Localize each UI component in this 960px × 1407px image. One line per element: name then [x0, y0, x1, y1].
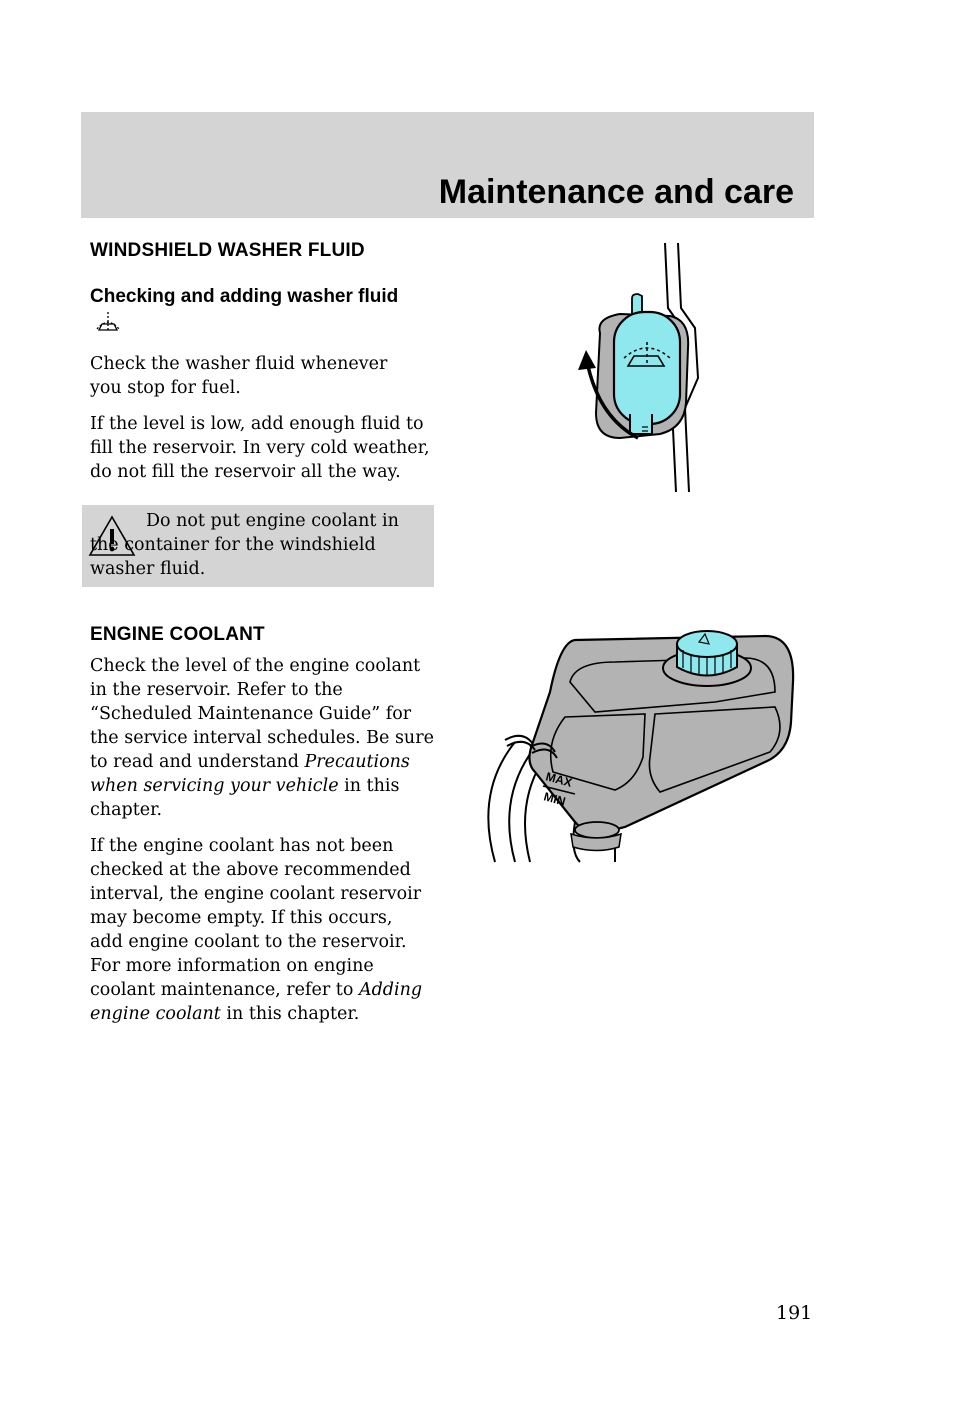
washer-para-1: Check the washer fluid whenever you stop… — [90, 354, 388, 398]
washer-fluid-icon — [94, 309, 122, 340]
page-number: 191 — [776, 1302, 813, 1324]
page-title: Maintenance and care — [438, 173, 794, 211]
min-label: MIN — [542, 789, 567, 808]
coolant-para-2-text: If the engine coolant has not been check… — [90, 836, 422, 1000]
header-band: Maintenance and care — [81, 112, 814, 218]
max-label: MAX — [544, 769, 573, 789]
warning-text: Do not put engine coolant in the contain… — [90, 511, 399, 579]
washer-subheading: Checking and adding washer fluid — [90, 285, 410, 340]
coolant-para-1-text: Check the level of the engine coolant in… — [90, 656, 434, 772]
precautions-ref: Precautions when servicing your vehicle — [90, 752, 410, 796]
warning-triangle-icon — [86, 513, 138, 563]
coolant-para-2-end: in this chapter. — [220, 1004, 360, 1024]
adding-coolant-ref: Adding engine coolant — [90, 980, 423, 1024]
text-column: WINDSHIELD WASHER FLUID Checking and add… — [90, 232, 438, 484]
coolant-section: ENGINE COOLANT Check the level of the en… — [90, 624, 438, 1026]
warning-box: Do not put engine coolant in the contain… — [82, 505, 434, 587]
coolant-para-1: Check the level of the engine coolant in… — [90, 654, 438, 822]
washer-para-2: If the level is low, add enough fluid to… — [90, 414, 430, 482]
coolant-para-1-end: in this chapter. — [90, 776, 400, 820]
coolant-heading: ENGINE COOLANT — [90, 624, 265, 645]
washer-subheading-text: Checking and adding washer fluid — [90, 286, 399, 307]
washer-reservoir-illustration — [578, 242, 700, 493]
coolant-reservoir-illustration: MAX MIN — [487, 630, 795, 863]
washer-heading: WINDSHIELD WASHER FLUID — [90, 240, 365, 261]
coolant-para-2: If the engine coolant has not been check… — [90, 834, 425, 1026]
